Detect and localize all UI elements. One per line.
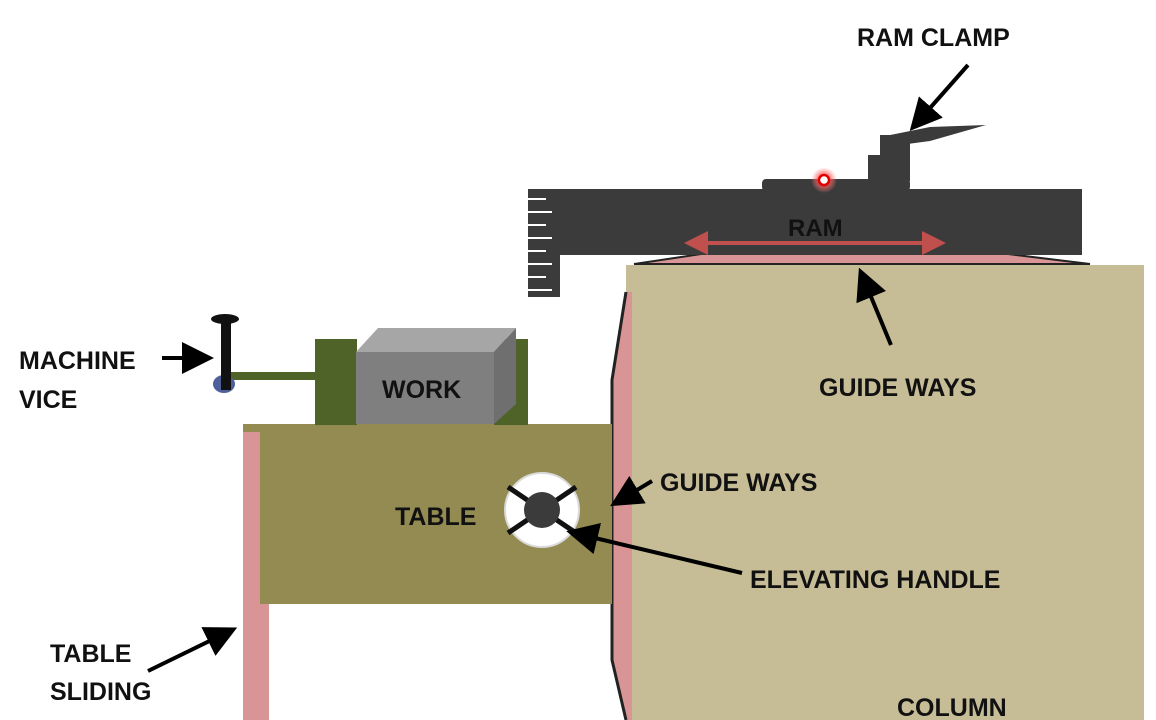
guide-ways-top-arrow bbox=[856, 267, 893, 346]
label-machine-vice-2: VICE bbox=[19, 386, 77, 414]
ram-clamp-lever bbox=[880, 125, 986, 145]
label-column: COLUMN bbox=[897, 694, 1007, 720]
ram-scale-ticks bbox=[528, 198, 552, 291]
label-table-sliding-1: TABLE bbox=[50, 640, 131, 668]
work-top-face bbox=[356, 328, 516, 352]
vice-handle-cap bbox=[211, 314, 239, 324]
ram-clamp-arrow bbox=[909, 63, 970, 131]
label-machine-vice-1: MACHINE bbox=[19, 347, 136, 375]
label-guide-ways-top: GUIDE WAYS bbox=[819, 374, 976, 402]
table-top-band bbox=[243, 424, 612, 432]
label-guide-ways-side: GUIDE WAYS bbox=[660, 469, 817, 497]
guide-ways-side-arrow bbox=[610, 475, 654, 507]
column bbox=[626, 265, 1144, 720]
elevating-handle-arrow bbox=[566, 522, 743, 575]
label-work: WORK bbox=[382, 376, 461, 404]
ram-head bbox=[528, 189, 560, 297]
label-elevating-handle: ELEVATING HANDLE bbox=[750, 566, 1000, 594]
label-table: TABLE bbox=[395, 503, 476, 531]
elevating-handle bbox=[504, 472, 580, 548]
table-sliding-arrow bbox=[147, 627, 238, 673]
label-ram-clamp: RAM CLAMP bbox=[857, 24, 1010, 52]
label-ram: RAM bbox=[788, 215, 843, 242]
label-table-sliding-2: SLIDING bbox=[50, 678, 151, 706]
ram-clamp-block bbox=[868, 155, 910, 181]
vice-handle-bar bbox=[221, 318, 231, 390]
work-front-face bbox=[356, 352, 494, 424]
vice-jaw-left bbox=[315, 339, 357, 425]
vice-screw-rod bbox=[226, 372, 316, 380]
work-side-face bbox=[494, 328, 516, 424]
ram-clamp-pin bbox=[817, 173, 831, 187]
